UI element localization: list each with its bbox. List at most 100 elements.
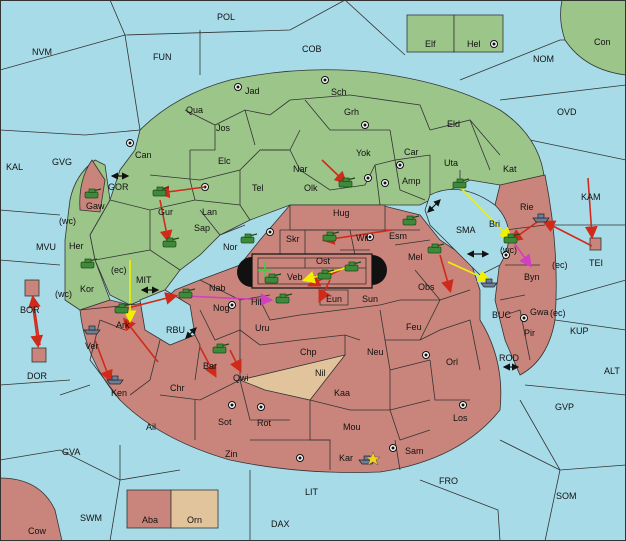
- label-nom: NOM: [533, 54, 554, 64]
- orders-convoy: [184, 239, 532, 306]
- label-uta: Uta: [444, 158, 458, 168]
- orders-hold: [258, 262, 272, 278]
- territory-tei-island[interactable]: [589, 237, 602, 251]
- label-gur: Gur: [158, 207, 173, 217]
- label-sch: Sch: [331, 87, 347, 97]
- label-mel: Mel: [408, 252, 423, 262]
- label-nvm: NVM: [32, 47, 52, 57]
- label-hel: Hel: [467, 39, 481, 49]
- label-nor: Nor: [223, 242, 238, 252]
- label-mvu: MVU: [36, 242, 56, 252]
- label-grh: Grh: [344, 107, 359, 117]
- label-eld: Eld: [447, 119, 460, 129]
- label-chp: Chp: [300, 347, 317, 357]
- label-lit: LIT: [305, 487, 319, 497]
- territory-gaw[interactable]: [79, 159, 106, 213]
- territory-dor-island[interactable]: [31, 347, 47, 363]
- orders-support: [123, 186, 513, 324]
- label-cob: COB: [302, 44, 322, 54]
- label-her: Her: [69, 241, 84, 251]
- label-kor: Kor: [80, 284, 94, 294]
- label-ost: Ost: [316, 256, 331, 266]
- label-fro: FRO: [439, 476, 458, 486]
- label-pir: Pir: [524, 328, 535, 338]
- region-south-red: [79, 204, 502, 473]
- star-icon: [365, 451, 381, 466]
- label-kal: KAL: [6, 162, 23, 172]
- supply-centers: [126, 40, 528, 462]
- label-gor: GOR: [108, 182, 129, 192]
- label-ec2: (ec): [552, 260, 568, 270]
- label-cow: Cow: [28, 526, 47, 536]
- label-kam: KAM: [581, 192, 601, 202]
- label-wil: Wil: [356, 233, 369, 243]
- label-obs: Obs: [418, 282, 435, 292]
- label-skr: Skr: [286, 234, 300, 244]
- label-olk: Olk: [304, 183, 318, 193]
- territory-labels: POL NVM FUN COB Elf Hel Con NOM OVD KAL …: [6, 12, 620, 536]
- label-mou: Mou: [343, 422, 361, 432]
- label-mit: MIT: [136, 275, 152, 285]
- label-rot: Rot: [257, 418, 272, 428]
- label-rod: ROD: [499, 353, 520, 363]
- label-orn: Orn: [187, 515, 202, 525]
- label-kat: Kat: [503, 164, 517, 174]
- label-gvp: GVP: [555, 402, 574, 412]
- label-bar: Bar: [203, 361, 217, 371]
- label-kup: KUP: [570, 326, 589, 336]
- label-fun: FUN: [153, 52, 172, 62]
- label-bor: BOR: [20, 305, 40, 315]
- label-tei: TEI: [589, 258, 603, 268]
- region-east-arm: [494, 174, 557, 376]
- label-gwa: Gwa: [530, 307, 549, 317]
- label-nar: Nar: [293, 164, 308, 174]
- label-jos: Jos: [216, 123, 231, 133]
- label-lan: Lan: [202, 207, 217, 217]
- label-uru: Uru: [255, 323, 270, 333]
- label-nab: Nab: [209, 283, 226, 293]
- label-hil: Hil: [251, 297, 262, 307]
- label-dor: DOR: [27, 371, 48, 381]
- label-sap: Sap: [194, 223, 210, 233]
- label-jad: Jad: [245, 86, 260, 96]
- label-gaw: Gaw: [86, 201, 105, 211]
- territory-elf[interactable]: [406, 14, 455, 53]
- label-amp: Amp: [402, 176, 421, 186]
- central-tunnel: [237, 253, 387, 289]
- label-dax: DAX: [271, 519, 290, 529]
- label-los: Los: [453, 413, 468, 423]
- label-ver: Ver: [85, 341, 99, 351]
- label-esm: Esm: [389, 231, 407, 241]
- label-zin: Zin: [225, 449, 238, 459]
- territory-bor-island[interactable]: [24, 279, 40, 297]
- label-ovd: OVD: [557, 107, 577, 117]
- label-rbu: RBU: [166, 325, 185, 335]
- label-veb: Veb: [287, 272, 303, 282]
- label-ec1: (ec): [111, 265, 127, 275]
- label-pol: POL: [217, 12, 235, 22]
- territory-con[interactable]: [560, 0, 626, 76]
- territory-orn[interactable]: [170, 489, 219, 529]
- label-alt: ALT: [604, 366, 620, 376]
- label-orl: Orl: [446, 357, 458, 367]
- label-swm: SWM: [80, 513, 102, 523]
- label-neu: Neu: [367, 347, 384, 357]
- territory-aba[interactable]: [126, 489, 172, 529]
- label-eun: Eun: [326, 294, 342, 304]
- label-ken: Ken: [111, 388, 127, 398]
- label-bri: Bri: [489, 219, 500, 229]
- label-aba: Aba: [142, 515, 158, 525]
- label-car: Car: [404, 147, 419, 157]
- label-gvg: GVG: [52, 157, 72, 167]
- label-wc2: (wc): [500, 245, 517, 255]
- label-elc: Elc: [218, 156, 231, 166]
- label-ail: Ail: [146, 422, 156, 432]
- label-elf: Elf: [425, 39, 436, 49]
- label-wc3: (wc): [55, 289, 72, 299]
- label-ec3: (ec): [550, 308, 566, 318]
- territory-cow[interactable]: [0, 477, 63, 541]
- label-nil: Nil: [315, 368, 326, 378]
- label-sam: Sam: [405, 446, 424, 456]
